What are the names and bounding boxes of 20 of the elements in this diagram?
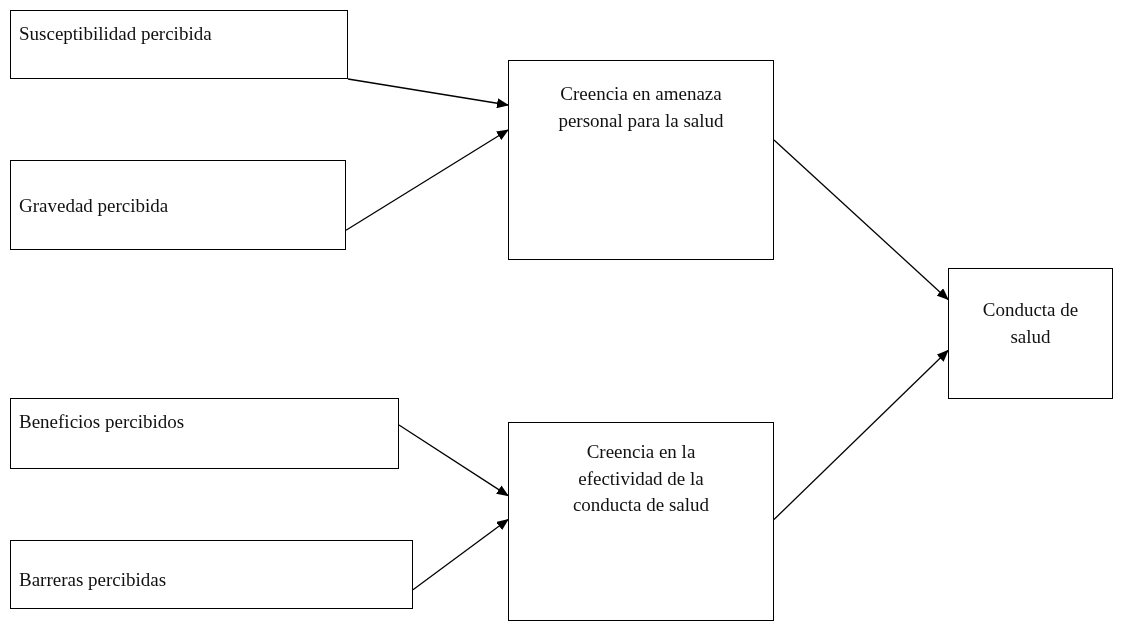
node-label: Susceptibilidad percibida xyxy=(19,22,212,46)
arrow xyxy=(347,78,509,109)
arrow xyxy=(398,424,509,497)
arrow xyxy=(412,518,509,591)
arrow xyxy=(773,139,949,301)
node-label: Beneficios percibidos xyxy=(19,410,185,434)
concept-box xyxy=(508,60,774,260)
concept-box xyxy=(10,160,346,250)
concept-box xyxy=(10,10,348,79)
node-label: Creencia en la efectividad de la conducta de salud xyxy=(571,440,711,518)
concept-box xyxy=(10,540,413,609)
node-label: Conducta de salud xyxy=(981,298,1080,349)
concept-box xyxy=(948,268,1113,399)
concept-box xyxy=(508,422,774,621)
concept-box xyxy=(10,398,399,469)
node-label: Gravedad percibida xyxy=(19,194,169,218)
arrow xyxy=(773,349,949,521)
arrow xyxy=(345,129,509,231)
node-label: Barreras percibidas xyxy=(19,568,167,592)
node-label: Creencia en amenaza personal para la salud xyxy=(557,82,725,133)
